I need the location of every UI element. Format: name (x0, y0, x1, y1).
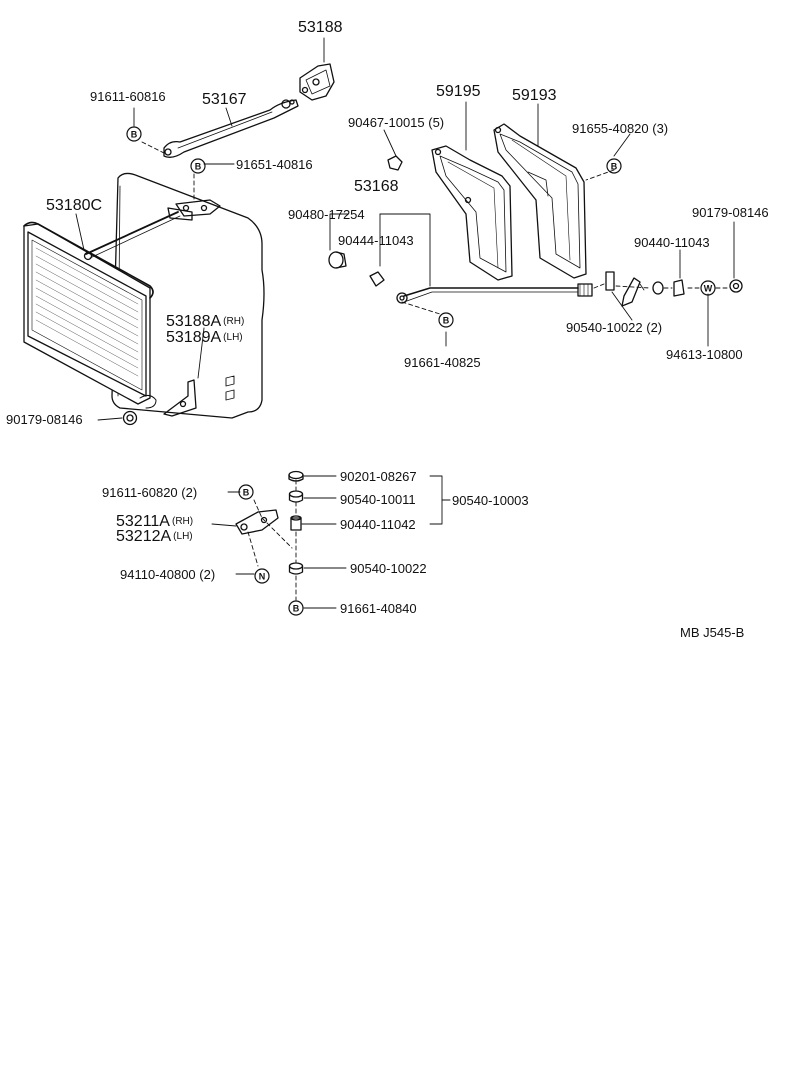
dashed-guides (141, 141, 729, 601)
label-90179-08146-right: 90179-08146 (692, 205, 769, 220)
label-53189a-side: (LH) (223, 332, 243, 343)
label-53188a: 53188A(RH) (166, 314, 244, 330)
rod-bracket-top (175, 199, 221, 217)
bracket-right-small (605, 271, 645, 307)
washer-marker (700, 280, 716, 296)
bolt-marker (438, 312, 454, 328)
nut-90179-right (729, 279, 743, 293)
label-90440-11043: 90440-11043 (634, 235, 710, 250)
label-53188a-side: (RH) (223, 316, 245, 327)
label-53211a-side: (RH) (171, 516, 194, 527)
rod-53168 (396, 283, 593, 304)
label-53212a-side: (LH) (173, 531, 193, 542)
clip-90467 (387, 155, 403, 171)
bolt-marker-letter: B (443, 316, 450, 326)
shield-59193 (493, 123, 587, 279)
collar-90444 (369, 271, 385, 287)
label-90540-10011: 90540-10011 (340, 492, 416, 507)
washer-marker-letter: W (704, 284, 713, 294)
label-91661-40840: 91661-40840 (340, 601, 417, 616)
bracket-53211a (235, 509, 279, 535)
label-91655-40820: 91655-40820 (3) (572, 121, 669, 136)
bolt-marker-letter: B (195, 162, 202, 172)
support-rod-53167 (83, 99, 299, 261)
label-90540-10003: 90540-10003 (452, 493, 529, 508)
label-91651-40816: 91651-40816 (236, 157, 313, 172)
label-53180c: 53180C (46, 197, 103, 214)
label-53211a-number: 53211A (116, 513, 170, 530)
label-90179-08146-left: 90179-08146 (6, 412, 83, 427)
cushion-90480 (328, 251, 347, 269)
bracket-53188 (299, 63, 335, 101)
nut-marker-letter: N (259, 572, 266, 582)
label-94613-10800: 94613-10800 (666, 347, 743, 362)
label-59195: 59195 (436, 83, 481, 100)
label-90467-10015: 90467-10015 (5) (348, 115, 445, 130)
label-53167: 53167 (202, 91, 247, 108)
label-91611-60820: 91611-60820 (2) (102, 485, 198, 500)
cushion-90440-right (652, 279, 685, 297)
bolt-marker (126, 126, 142, 142)
label-90480-17254: 90480-17254 (288, 207, 365, 222)
cushion-90540-10011 (288, 490, 304, 503)
label-53189a-number: 53189A (166, 329, 222, 346)
shield-59195 (431, 145, 513, 281)
label-90440-11042: 90440-11042 (340, 517, 416, 532)
label-90540-10022-qty2: 90540-10022 (2) (566, 320, 663, 335)
label-90201-08267: 90201-08267 (340, 469, 417, 484)
label-59193: 59193 (512, 87, 557, 104)
bolt-marker-letter: B (293, 604, 300, 614)
nut-marker (254, 568, 270, 584)
label-53188: 53188 (298, 19, 343, 36)
leader-lines (75, 37, 735, 609)
label-53212a: 53212A(LH) (116, 529, 193, 545)
bolt-marker (190, 158, 206, 174)
bolt-marker-letter: B (131, 130, 138, 140)
label-91611-60816: 91611-60816 (90, 89, 166, 104)
label-53168: 53168 (354, 178, 399, 195)
label-94110-40800: 94110-40800 (2) (120, 567, 216, 582)
bolt-marker (606, 158, 622, 174)
bolt-marker (288, 600, 304, 616)
bolt-marker-letter: B (243, 488, 250, 498)
label-53188a-number: 53188A (166, 313, 222, 330)
label-91661-40825: 91661-40825 (404, 355, 481, 370)
circle-markers (126, 126, 716, 616)
cushion-90540-10022 (288, 562, 304, 575)
label-90444-11043: 90444-11043 (338, 233, 414, 248)
figure-code: MB J545-B (680, 625, 745, 640)
collar-90440-11042 (290, 515, 302, 531)
label-53212a-number: 53212A (116, 528, 172, 545)
label-90540-10022: 90540-10022 (350, 561, 427, 576)
radiator-53180c (23, 221, 157, 409)
bolt-marker (238, 484, 254, 500)
label-53189a: 53189A(LH) (166, 330, 243, 346)
nut-90179-left (122, 410, 138, 426)
label-53211a: 53211A(RH) (116, 514, 193, 530)
bolt-marker-letter: B (611, 162, 618, 172)
bracket-53188a (163, 375, 235, 417)
